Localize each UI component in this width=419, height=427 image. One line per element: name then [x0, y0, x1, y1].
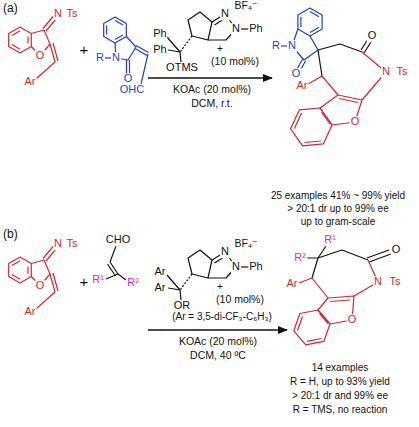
atom-label: Ph	[248, 261, 263, 273]
azadiene-structure	[9, 16, 58, 79]
substituent-label: R²	[126, 277, 140, 289]
atom-label: Ts	[396, 66, 409, 78]
atom-label: N	[53, 8, 63, 20]
reaction-arrow	[148, 329, 287, 330]
panel-letter: (a)	[2, 2, 19, 15]
substituent-label: R²	[293, 252, 307, 264]
atom-label: O	[35, 50, 46, 62]
atom-label: Ar	[24, 306, 37, 318]
reaction-arrow	[148, 77, 272, 78]
counterion-label: BF₄⁻	[233, 0, 258, 11]
enal-structure	[106, 246, 126, 280]
atom-label: N	[381, 66, 391, 78]
charge-sign: +	[216, 282, 224, 293]
atom-label: Ph	[152, 44, 167, 56]
atom-label: OHC	[119, 84, 145, 96]
spiro-product-structure	[280, 8, 386, 146]
atom-label: CHO	[105, 234, 131, 246]
atom-label: N	[220, 246, 230, 258]
atom-label: N	[373, 276, 383, 288]
loading-text: (10 mol%)	[215, 294, 265, 305]
atom-label: O	[367, 30, 378, 42]
atom-label: Ts	[66, 8, 79, 20]
atom-label: Ar	[154, 266, 167, 278]
atom-label: O	[123, 73, 134, 85]
atom-label: Ts	[389, 276, 402, 288]
condition-text: KOAc (20 mol%)	[172, 84, 252, 95]
condition-text: DCM, r.t.	[190, 98, 233, 109]
loading-text: (10 mol%)	[210, 56, 260, 67]
result-note: R = TMS, no reaction	[292, 405, 389, 416]
atom-label: Ar	[296, 80, 309, 92]
atom-label: R	[271, 40, 281, 52]
atom-label: Ph	[152, 28, 167, 40]
result-note: 14 examples	[311, 363, 370, 374]
atom-label: O	[347, 314, 358, 326]
atom-label: Ar	[286, 278, 299, 290]
atom-label: N	[220, 8, 230, 20]
atom-label: O	[291, 68, 302, 80]
atom-label: OR	[173, 300, 192, 312]
result-note: up to gram-scale	[300, 217, 376, 228]
atom-label: O	[35, 280, 46, 292]
atom-label: Ts	[66, 238, 79, 250]
atom-label: O	[350, 116, 361, 128]
atom-label: Ar	[154, 282, 167, 294]
atom-label: O	[391, 244, 402, 256]
atom-label: N	[111, 52, 121, 64]
result-note: 25 examples 41% ~ 99% yield	[270, 191, 406, 202]
result-note: > 20:1 dr and 99% ee	[291, 391, 389, 402]
nhc-catalyst-structure	[167, 250, 249, 300]
counterion-label: BF₄⁻	[233, 238, 258, 249]
azadiene-structure	[9, 246, 58, 309]
atom-label: N	[231, 23, 241, 35]
atom-label: N	[231, 261, 241, 273]
definition-note: (Ar = 3,5-di-CF₃-C₆H₃)	[171, 312, 273, 323]
atom-label: N	[287, 40, 297, 52]
plus-sign: +	[79, 274, 90, 290]
substituent-label: R¹	[323, 234, 337, 246]
substituent-label: R¹	[91, 274, 105, 286]
lactam-product-structure	[294, 246, 391, 345]
nhc-catalyst-structure	[167, 12, 249, 62]
plus-sign: +	[79, 42, 90, 58]
atom-label: R	[95, 52, 105, 64]
atom-label: OTMS	[165, 62, 199, 74]
oxindole-enal-structure	[104, 17, 149, 84]
panel-letter: (b)	[2, 228, 19, 241]
atom-label: Ar	[24, 76, 37, 88]
condition-text: KOAc (20 mol%)	[178, 336, 258, 347]
condition-text: DCM, 40 ºC	[189, 350, 247, 361]
atom-label: Ph	[248, 23, 263, 35]
charge-sign: +	[216, 44, 224, 55]
atom-label: N	[53, 238, 63, 250]
result-note: R = H, up to 93% yield	[289, 377, 391, 388]
result-note: > 20:1 dr up to 99% ee	[286, 204, 389, 215]
